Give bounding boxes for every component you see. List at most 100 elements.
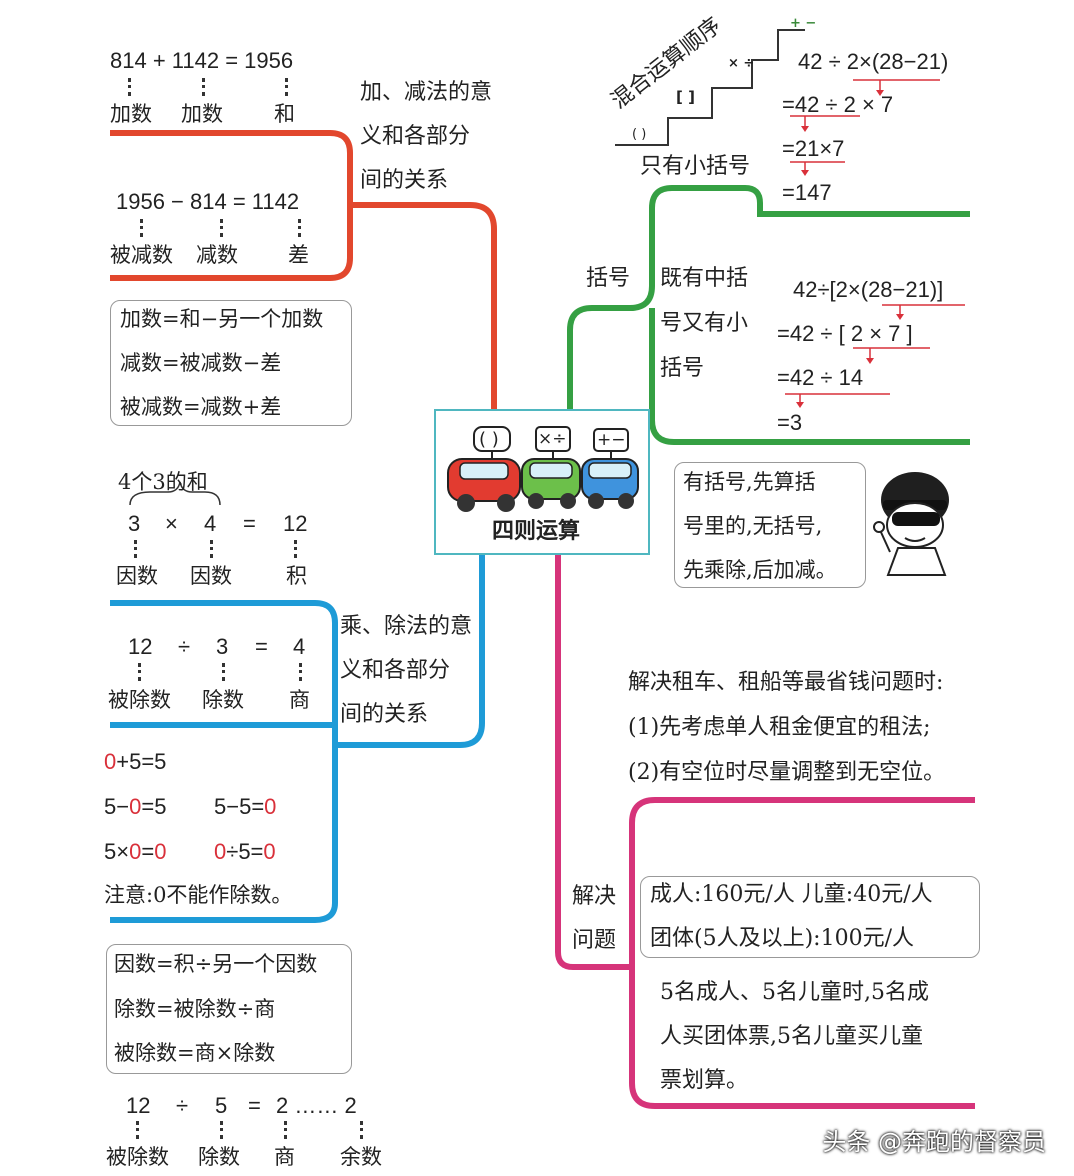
label-divisor-2: 除数 <box>198 1145 240 1169</box>
zero-note: 注意:0不能作除数。 <box>104 883 293 907</box>
small-step-3: =21×7 <box>782 136 845 161</box>
mul-part-4: = <box>243 511 256 536</box>
zero-rule-4: 5×0=0 <box>104 839 167 864</box>
label-quotient-2: 商 <box>274 1145 295 1169</box>
dots <box>220 219 226 237</box>
label-difference: 差 <box>288 243 309 267</box>
dots <box>138 663 144 681</box>
solve-intro-2: (1)先考虑单人租金便宜的租法; <box>628 715 931 740</box>
dots <box>222 663 228 681</box>
mid-step-4: =3 <box>777 410 803 435</box>
dots <box>202 78 208 96</box>
mul-part-3: 4 <box>204 511 217 536</box>
mul-div-branch-label-1: 乘、除法的意 <box>340 614 473 639</box>
tip-line-1: 有括号,先算括 <box>683 470 816 494</box>
sub-equation: 1956 − 814 = 1142 <box>116 189 300 214</box>
label-product: 积 <box>286 564 307 588</box>
rem-part-5: 2 …… 2 <box>276 1093 357 1118</box>
rule-minuend: 被减数=减数+差 <box>120 395 282 419</box>
mid-step-3: =42 ÷ 14 <box>777 365 864 390</box>
label-sum: 和 <box>274 102 295 126</box>
label-divisor: 除数 <box>202 688 244 712</box>
mul-part-2: × <box>165 511 178 536</box>
add-equation: 814 + 1142 = 1956 <box>110 48 294 73</box>
label-remainder: 余数 <box>340 1145 382 1169</box>
dots <box>128 78 134 96</box>
mul-part-5: 12 <box>283 511 308 536</box>
price-box <box>640 876 980 958</box>
mid-small-label-1: 既有中括 <box>660 266 749 291</box>
dots <box>298 219 304 237</box>
rem-part-1: 12 <box>126 1093 151 1118</box>
rule-divisor: 除数=被除数÷商 <box>114 997 276 1021</box>
mul-part-1: 3 <box>128 511 141 536</box>
answer-line-2: 人买团体票,5名儿童买儿童 <box>660 1024 923 1049</box>
mul-div-branch-label-2: 义和各部分 <box>340 658 451 683</box>
zero-rule-3: 5−5=0 <box>214 794 277 819</box>
cars-illustration <box>447 426 639 512</box>
dots <box>294 540 300 558</box>
solve-branch-label-1: 解决 <box>572 884 617 909</box>
solve-intro-3: (2)有空位时尽量调整到无空位。 <box>628 760 946 785</box>
stair-addsub: + − <box>790 16 817 31</box>
tip-line-3: 先乘除,后加减。 <box>683 558 837 582</box>
answer-line-3: 票划算。 <box>660 1068 749 1093</box>
dots <box>136 1121 142 1139</box>
mid-step-2: =42 ÷ [ 2 × 7 ] <box>777 321 913 346</box>
mul-div-branch-label-3: 间的关系 <box>340 702 429 727</box>
dots <box>299 663 305 681</box>
label-minuend: 被减数 <box>110 243 173 267</box>
div-part-5: 4 <box>293 634 306 659</box>
div-part-4: = <box>255 634 268 659</box>
div-part-3: 3 <box>216 634 229 659</box>
sign-addsub: +− <box>597 430 626 450</box>
mul-div-rules-box <box>106 944 352 1074</box>
dots <box>360 1121 366 1139</box>
label-factor-1: 因数 <box>116 564 158 588</box>
add-sub-branch-label-2: 义和各部分 <box>360 124 471 149</box>
blue-branch-line <box>110 600 338 923</box>
dots <box>220 1121 226 1139</box>
stair-muldiv: × ÷ <box>728 56 755 71</box>
rule-dividend: 被除数=商×除数 <box>114 1041 276 1065</box>
dots <box>285 78 291 96</box>
add-sub-rules-box <box>110 300 352 426</box>
tip-line-2: 号里的,无括号, <box>683 514 823 538</box>
rule-subtrahend: 减数=被减数−差 <box>120 351 282 375</box>
sign-muldiv: ×÷ <box>538 429 567 449</box>
mid-small-label-2: 号又有小 <box>660 311 749 336</box>
dots <box>140 219 146 237</box>
small-step-4: =147 <box>782 180 832 205</box>
brackets-branch-label: 括号 <box>586 266 631 291</box>
label-factor-2: 因数 <box>190 564 232 588</box>
center-node: ( ) ×÷ +− 四则运算 <box>434 409 650 555</box>
small-step-1: 42 ÷ 2×(28−21) <box>798 49 949 74</box>
stairs <box>615 29 805 146</box>
pink-branch-line <box>555 551 632 970</box>
zero-rule-2: 5−0=5 <box>104 794 167 819</box>
dots <box>284 1121 290 1139</box>
label-subtrahend: 减数 <box>196 243 238 267</box>
label-dividend-2: 被除数 <box>106 1145 169 1169</box>
red-branch-link <box>350 202 497 409</box>
price-line-2: 团体(5人及以上):100元/人 <box>650 926 914 951</box>
blue-branch-link <box>335 551 485 748</box>
add-sub-branch-label-3: 间的关系 <box>360 168 449 193</box>
label-quotient: 商 <box>289 688 310 712</box>
rem-part-2: ÷ <box>176 1093 189 1118</box>
watermark: 头条 @奔跑的督察员 <box>822 1128 1046 1156</box>
rem-part-4: = <box>248 1093 261 1118</box>
small-step-2: =42 ÷ 2 × 7 <box>782 92 894 117</box>
dots <box>210 540 216 558</box>
stair-brackets: [ ] <box>676 88 695 106</box>
rem-part-3: 5 <box>215 1093 228 1118</box>
add-sub-branch-label-1: 加、减法的意 <box>360 80 493 105</box>
answer-line-1: 5名成人、5名儿童时,5名成 <box>660 980 929 1005</box>
rule-addend: 加数=和−另一个加数 <box>120 307 324 331</box>
stair-parens: ( ) <box>632 127 647 142</box>
label-dividend: 被除数 <box>108 688 171 712</box>
solve-intro-1: 解决租车、租船等最省钱问题时: <box>628 670 944 695</box>
div-part-1: 12 <box>128 634 153 659</box>
